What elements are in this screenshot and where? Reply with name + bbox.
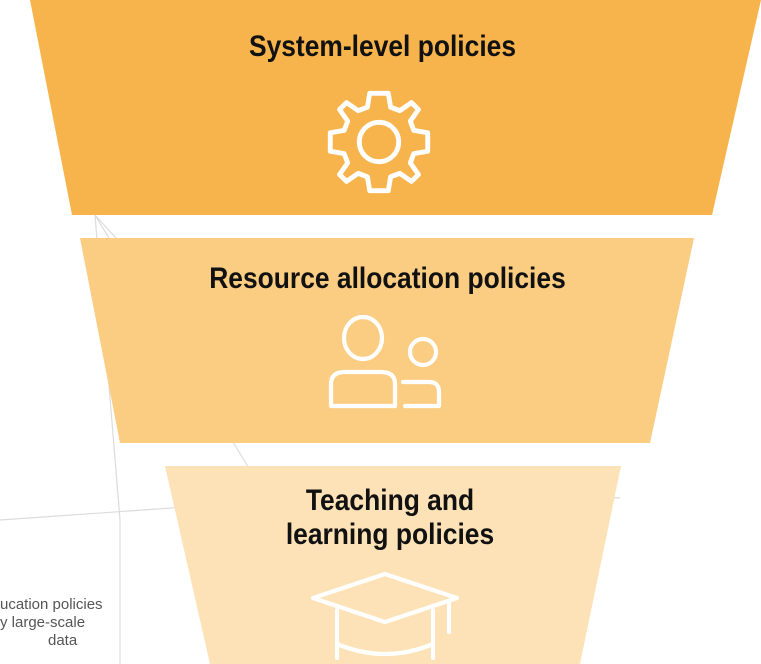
tier-teaching-label: Teaching and learning policies	[262, 484, 517, 552]
tier-teaching-shape	[165, 466, 621, 664]
tier-teaching-label-line1: Teaching and	[305, 484, 475, 517]
tier-resource-label: Resource allocation policies	[209, 262, 566, 295]
users-icon	[328, 314, 442, 409]
side-caption-line3: data	[48, 632, 78, 649]
tier-system-label: System-level policies	[248, 30, 517, 63]
side-caption-line2: y large-scale	[0, 614, 86, 631]
tier-resource-shape	[80, 238, 694, 443]
gear-icon	[327, 90, 431, 194]
graduation-cap-icon	[310, 571, 460, 661]
tier-teaching-label-line2: learning policies	[285, 518, 495, 551]
side-caption-line1: ucation policies	[0, 596, 103, 613]
side-caption: ucation policies y large-scale data	[0, 596, 170, 650]
